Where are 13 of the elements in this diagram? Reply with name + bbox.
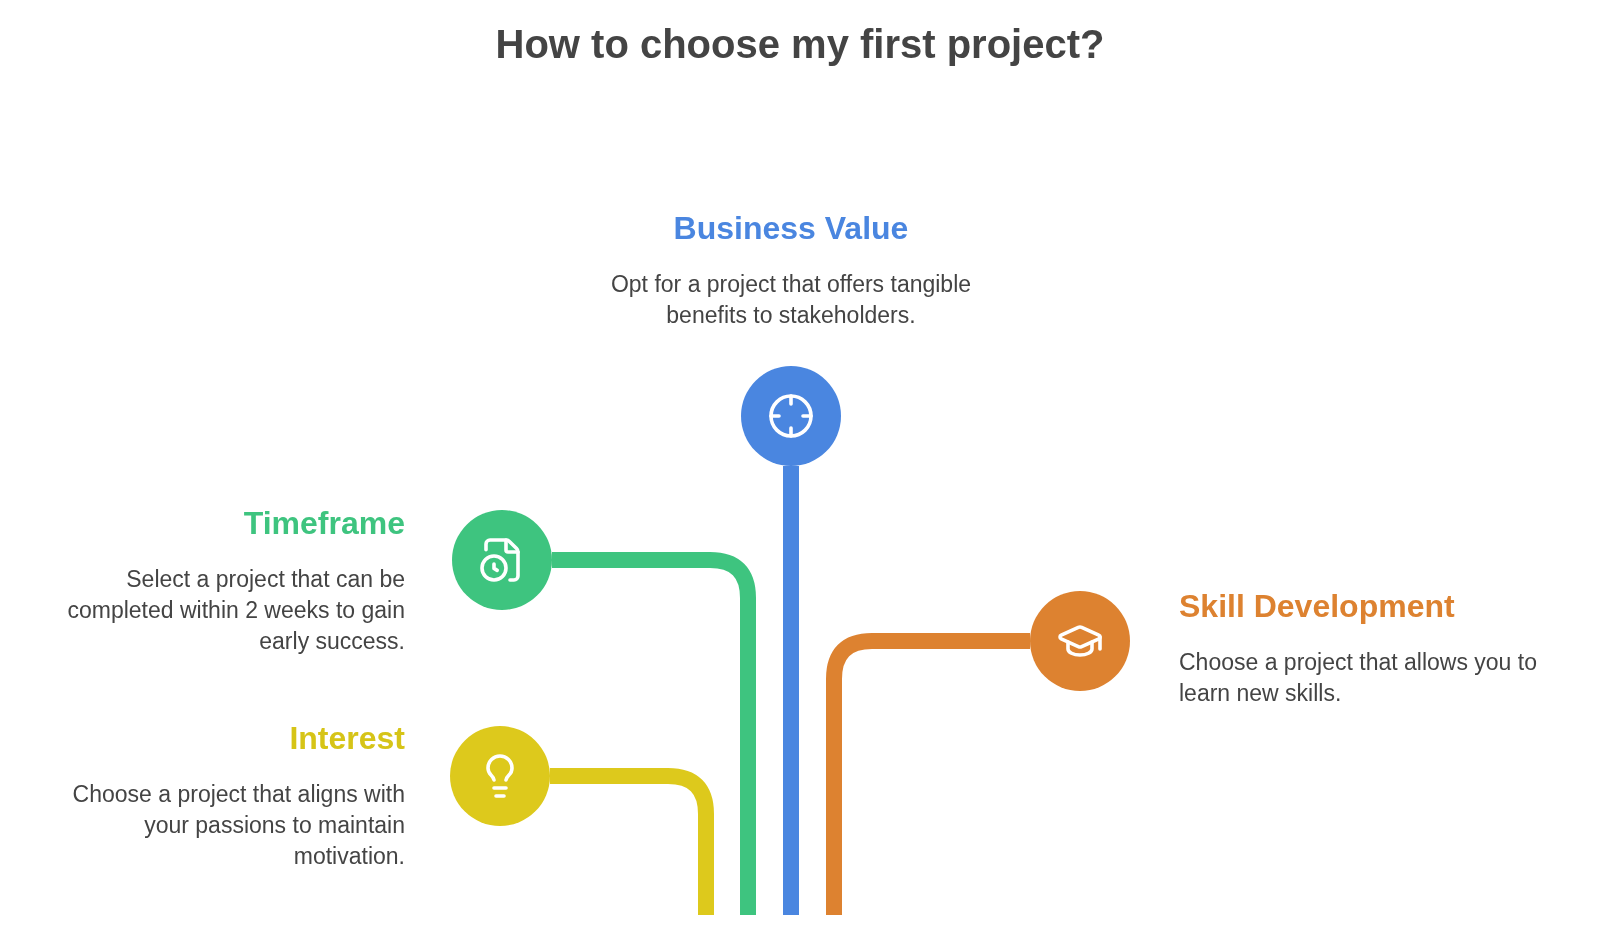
title: How to choose my first project?: [494, 22, 1106, 67]
description: Opt for a project that offers tangible benefits to stakeholders.: [609, 270, 973, 330]
heading: Timeframe: [242, 505, 405, 542]
heading: Business Value: [672, 210, 910, 247]
heading: Interest: [288, 720, 405, 757]
description: Select a project that can be completed within 2 weeks to gain early success.: [66, 565, 405, 656]
connector-line: [783, 466, 799, 915]
connector-line: [552, 552, 756, 915]
connector-line: [826, 633, 1030, 915]
description: Choose a project that allows you to learn new skills.: [1179, 648, 1538, 708]
heading: Skill Development: [1179, 588, 1456, 625]
connector-line: [550, 768, 714, 915]
description: Choose a project that aligns with your passions to maintain motivation.: [71, 780, 405, 871]
